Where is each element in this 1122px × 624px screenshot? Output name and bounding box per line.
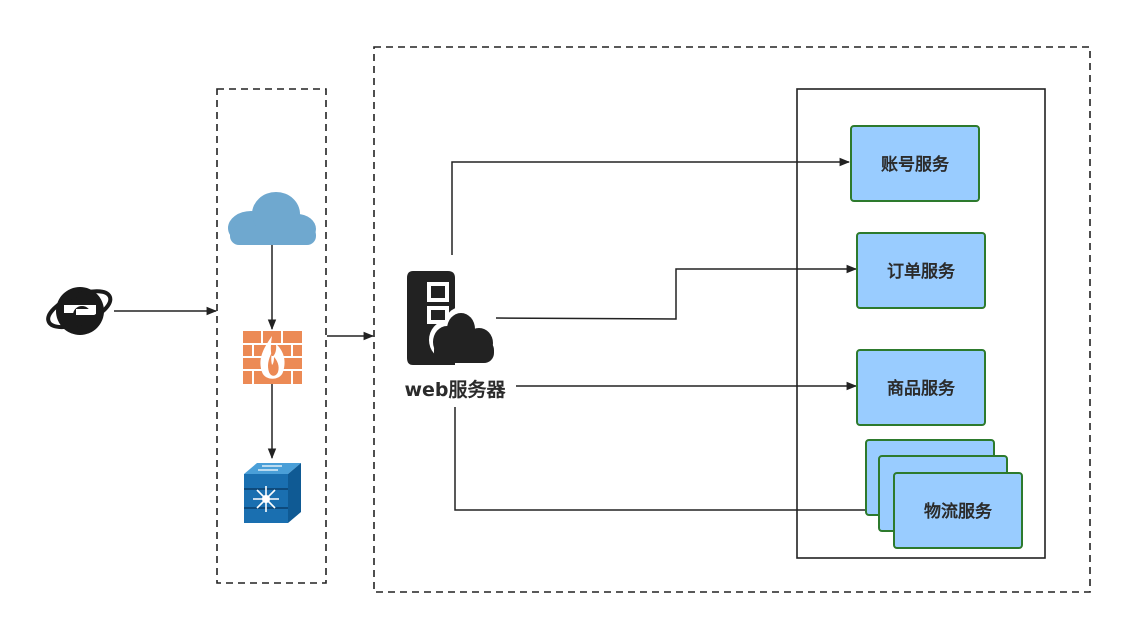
edge-network-group xyxy=(216,88,327,584)
cloud-icon xyxy=(228,192,316,245)
service-order: 订单服务 xyxy=(856,232,986,309)
service-order-label: 订单服务 xyxy=(887,261,956,282)
arrow-web-to-logistics xyxy=(454,407,893,515)
service-logistics-stack: 物流服务 xyxy=(865,439,1023,549)
firewall-icon xyxy=(243,331,302,384)
service-product: 商品服务 xyxy=(856,349,986,426)
service-account-label: 账号服务 xyxy=(881,154,950,175)
services-container xyxy=(796,88,1046,559)
service-product-label: 商品服务 xyxy=(887,378,956,399)
web-server-icon xyxy=(407,271,496,365)
service-logistics xyxy=(893,472,1023,549)
arrow-web-to-account xyxy=(451,157,851,255)
service-account: 账号服务 xyxy=(850,125,980,202)
web-server-label: web服务器 xyxy=(404,378,506,401)
layer3-switch-icon xyxy=(244,463,301,523)
server-zone-group xyxy=(373,46,1091,593)
service-logistics-label: 物流服务 xyxy=(924,501,993,522)
internet-explorer-icon xyxy=(46,287,113,335)
arrow-web-to-order xyxy=(495,264,858,320)
